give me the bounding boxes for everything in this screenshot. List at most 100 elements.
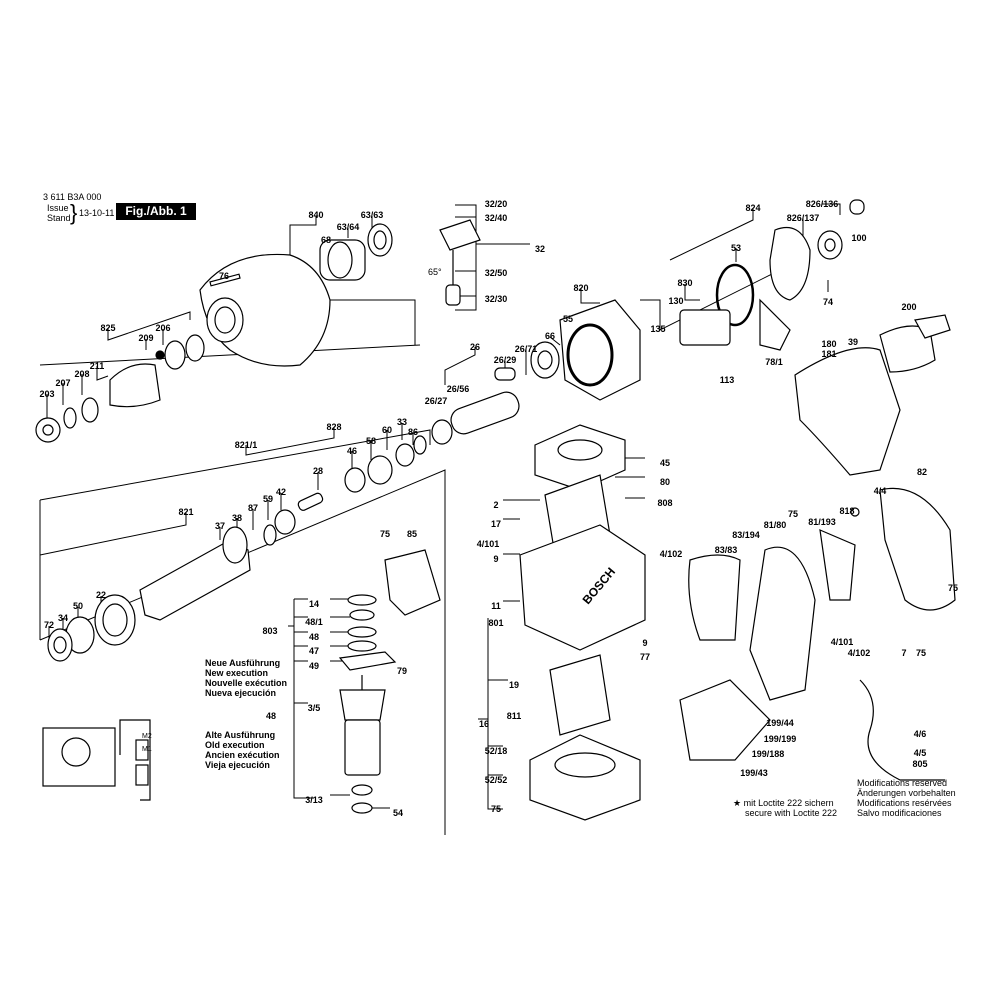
part-number-label: 811	[507, 711, 522, 721]
part-number-label: 821	[178, 507, 193, 517]
part-number-label: 80	[660, 477, 670, 487]
part-number-label: 42	[276, 487, 286, 497]
part-number-label: 37	[215, 521, 225, 531]
part-number-label: 199/43	[740, 768, 768, 778]
part-number-label: 16	[479, 719, 489, 729]
part-number-label: 824	[745, 203, 760, 213]
part-number-label: 68	[321, 235, 331, 245]
part-number-label: 75	[491, 804, 501, 814]
part-number-label: 830	[677, 278, 692, 288]
part-number-label: 63/64	[337, 222, 360, 232]
new-execution-note: Neue Ausführung New execution Nouvelle e…	[205, 658, 287, 698]
part-number-label: 34	[58, 613, 68, 623]
part-number-label: 207	[55, 378, 70, 388]
part-number-label: 50	[73, 601, 83, 611]
part-number-label: 52/52	[485, 775, 508, 785]
part-number-label: 28	[313, 466, 323, 476]
part-number-label: 45	[660, 458, 670, 468]
part-number-label: 48	[309, 632, 319, 642]
part-number-label: 75	[916, 648, 926, 658]
part-number-label: 59	[263, 494, 273, 504]
part-number-label: 75	[380, 529, 390, 539]
part-number-label: 826/137	[787, 213, 820, 223]
part-number-label: 2	[493, 500, 498, 510]
handle-assembly	[679, 487, 956, 781]
piston-assembly	[431, 299, 641, 445]
note-line: Modifications resérvées	[857, 798, 952, 808]
spindle-assembly	[47, 435, 427, 662]
star-icon: ★	[733, 798, 744, 808]
note-line: Ancien exécution	[205, 750, 280, 760]
brush-holder	[384, 219, 481, 616]
part-number-label: 208	[74, 369, 89, 379]
part-number-label: 4/6	[914, 729, 927, 739]
note-line: Nueva ejecución	[205, 688, 277, 698]
part-number-label: 828	[326, 422, 341, 432]
part-number-label: 48/1	[305, 617, 323, 627]
part-number-label: 83/194	[732, 530, 760, 540]
part-number-label: 85	[407, 529, 417, 539]
part-number-label: 72	[44, 620, 54, 630]
note-line: Vieja ejecución	[205, 760, 270, 770]
note-line: Änderungen vorbehalten	[857, 788, 956, 798]
part-number-label: 11	[491, 601, 501, 611]
schematic-label: M2	[142, 733, 152, 740]
note-line: Old execution	[205, 740, 265, 750]
part-number-label: 206	[155, 323, 170, 333]
part-number-label: 26/29	[494, 355, 517, 365]
part-number-label: 14	[309, 599, 319, 609]
frame-line	[39, 344, 421, 366]
part-number-label: 53	[731, 243, 741, 253]
part-number-label: 63/63	[361, 210, 384, 220]
loctite-note: ★ mit Loctite 222 sichern secure with Lo…	[733, 798, 837, 818]
part-number-label: 199/199	[764, 734, 797, 744]
part-number-label: 199/44	[766, 718, 794, 728]
part-number-label: 9	[493, 554, 498, 564]
part-number-label: 48	[266, 711, 276, 721]
part-number-label: 77	[640, 652, 650, 662]
part-number-label: 55	[563, 314, 573, 324]
front-assembly	[35, 223, 393, 443]
frame-line	[39, 429, 431, 501]
part-number-label: 39	[848, 337, 858, 347]
part-number-label: 49	[309, 661, 319, 671]
old-execution-note: Alte Ausführung Old execution Ancien exé…	[205, 730, 280, 770]
part-number-label: 4/5	[914, 748, 927, 758]
part-number-label: 22	[96, 590, 106, 600]
note-line: Nouvelle exécution	[205, 678, 288, 688]
part-number-label: 79	[397, 666, 407, 676]
part-number-label: 26/71	[515, 344, 538, 354]
issue-label: Issue	[47, 203, 69, 213]
part-number-label: 4/4	[874, 486, 887, 496]
part-number-label: 4/102	[660, 549, 683, 559]
part-number-label: 818	[839, 506, 854, 516]
part-number-label: 38	[232, 513, 242, 523]
part-number-label: 75	[788, 509, 798, 519]
part-number-label: 4/101	[477, 539, 500, 549]
part-number-label: 47	[309, 646, 319, 656]
part-number-label: 81/193	[808, 517, 836, 527]
part-number-label: 825	[100, 323, 115, 333]
gear-assembly	[679, 199, 865, 351]
note-line: secure with Loctite 222	[745, 808, 838, 818]
part-number-label: 46	[347, 446, 357, 456]
part-number-label: 7	[901, 648, 906, 658]
part-number-label: 33	[397, 417, 407, 427]
note-line: Salvo modificaciones	[857, 808, 942, 818]
part-number-label: 87	[248, 503, 258, 513]
note-line: mit Loctite 222 sichern	[743, 798, 834, 808]
part-number-label: 52/18	[485, 746, 508, 756]
part-number-label: 32/30	[485, 294, 508, 304]
note-line: Modifications reserved	[857, 778, 948, 788]
part-number-label: 135	[650, 324, 665, 334]
part-number-label: 78/1	[765, 357, 783, 367]
note-line: New execution	[205, 668, 269, 678]
part-number-label: 32/20	[485, 199, 508, 209]
part-number-label: 199/188	[752, 749, 785, 759]
part-number-label: 54	[393, 808, 403, 818]
part-number-label: 76	[219, 271, 229, 281]
date: 13-10-11	[79, 208, 115, 218]
